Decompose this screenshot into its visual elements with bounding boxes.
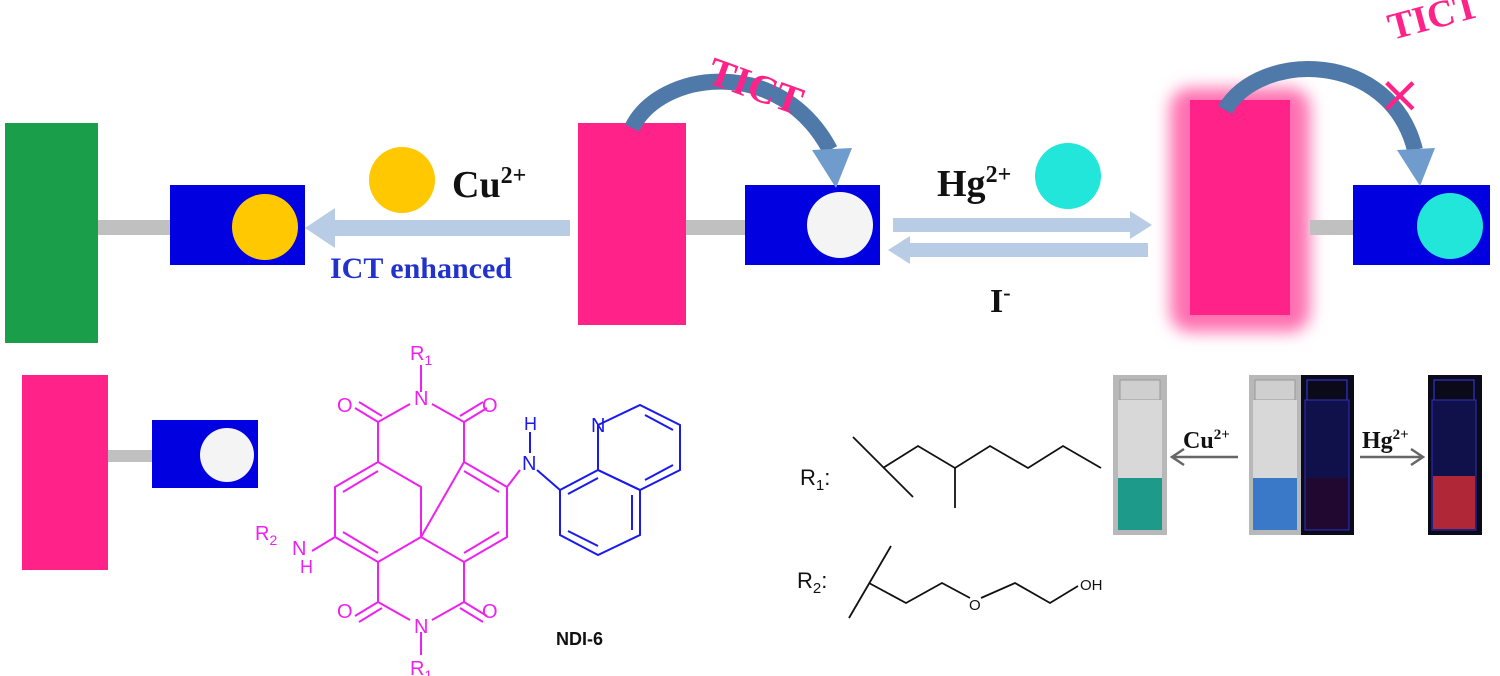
svg-text:Cu2+: Cu2+ xyxy=(452,163,526,206)
vial-probe-uv xyxy=(1301,375,1354,535)
pink-donor-block xyxy=(578,123,686,325)
vial-cu-daylight xyxy=(1113,375,1167,535)
linker-bar xyxy=(108,450,152,462)
linker-bar xyxy=(686,220,745,235)
svg-text:I-: I- xyxy=(990,280,1011,320)
linker-bar xyxy=(1310,220,1353,235)
reverse-arrow xyxy=(888,236,1148,264)
ether-oxygen: O xyxy=(969,597,981,614)
cu-ion-bound xyxy=(232,194,298,260)
tict-blocked-mark: × xyxy=(1378,65,1422,125)
hg-complex-state: TICT × xyxy=(1170,0,1490,332)
svg-text:Hg2+: Hg2+ xyxy=(1362,427,1409,454)
probe-cartoon xyxy=(22,375,258,570)
vial-hg-uv xyxy=(1428,375,1482,535)
vial-photos: Cu2+ Hg2+ xyxy=(1113,375,1482,535)
tict-curved-arrow xyxy=(1218,61,1423,153)
hg-reaction-arrows: Hg2+ I- xyxy=(888,143,1152,320)
hg-ion-bound xyxy=(1417,193,1483,259)
svg-text:Cu2+: Cu2+ xyxy=(1183,427,1230,454)
ndi-core xyxy=(311,365,521,655)
substituents: R1: R2: O OH xyxy=(797,436,1103,619)
atom-o: O xyxy=(482,601,498,623)
empty-binding-site xyxy=(807,192,873,258)
svg-text:Hg2+: Hg2+ xyxy=(937,162,1011,205)
atom-n: N xyxy=(414,388,428,410)
atom-h: H xyxy=(524,414,537,434)
pink-donor-block xyxy=(22,375,108,570)
tict-curved-arrow xyxy=(624,73,838,154)
tict-arrowhead xyxy=(812,148,852,188)
cu-photo-arrow xyxy=(1169,447,1238,467)
svg-text:R1: R1 xyxy=(410,658,432,676)
cu-reaction-arrow: Cu2+ ICT enhanced xyxy=(305,147,570,285)
pink-donor-block xyxy=(1190,100,1290,315)
linker-bar xyxy=(98,220,170,235)
tict-label: TICT xyxy=(702,48,810,124)
left-arrow xyxy=(305,208,570,248)
tict-arrowhead xyxy=(1397,148,1435,186)
atom-o: O xyxy=(337,395,353,417)
hydroxyl: OH xyxy=(1080,577,1103,594)
ict-enhanced-label: ICT enhanced xyxy=(330,252,512,285)
atom-n: N xyxy=(522,453,536,475)
svg-text:R1:: R1: xyxy=(800,465,830,494)
cu-complex-state xyxy=(5,123,305,343)
vial-probe-daylight xyxy=(1249,375,1301,535)
svg-text:R2:: R2: xyxy=(797,568,827,597)
atom-n: N xyxy=(292,538,306,560)
svg-text:R2: R2 xyxy=(255,523,277,548)
cu-ion xyxy=(369,147,435,213)
atom-n: N xyxy=(414,616,428,638)
hg-photo-arrow xyxy=(1360,447,1426,467)
svg-text:R1: R1 xyxy=(410,343,432,368)
atom-o: O xyxy=(337,601,353,623)
tict-label: TICT xyxy=(1383,0,1484,49)
quinoline xyxy=(529,403,681,557)
atom-o: O xyxy=(482,395,498,417)
binding-site xyxy=(200,428,254,482)
ndi-6-structure: O O N R1 O O N R1 R2 N H N H N NDI-6 xyxy=(255,343,681,676)
hg-ion xyxy=(1035,143,1101,209)
green-donor-block xyxy=(5,123,98,343)
atom-h: H xyxy=(300,557,313,577)
atom-n: N xyxy=(591,415,605,437)
free-probe-state: TICT xyxy=(578,48,880,325)
forward-arrow xyxy=(893,211,1152,239)
compound-name: NDI-6 xyxy=(556,629,603,649)
